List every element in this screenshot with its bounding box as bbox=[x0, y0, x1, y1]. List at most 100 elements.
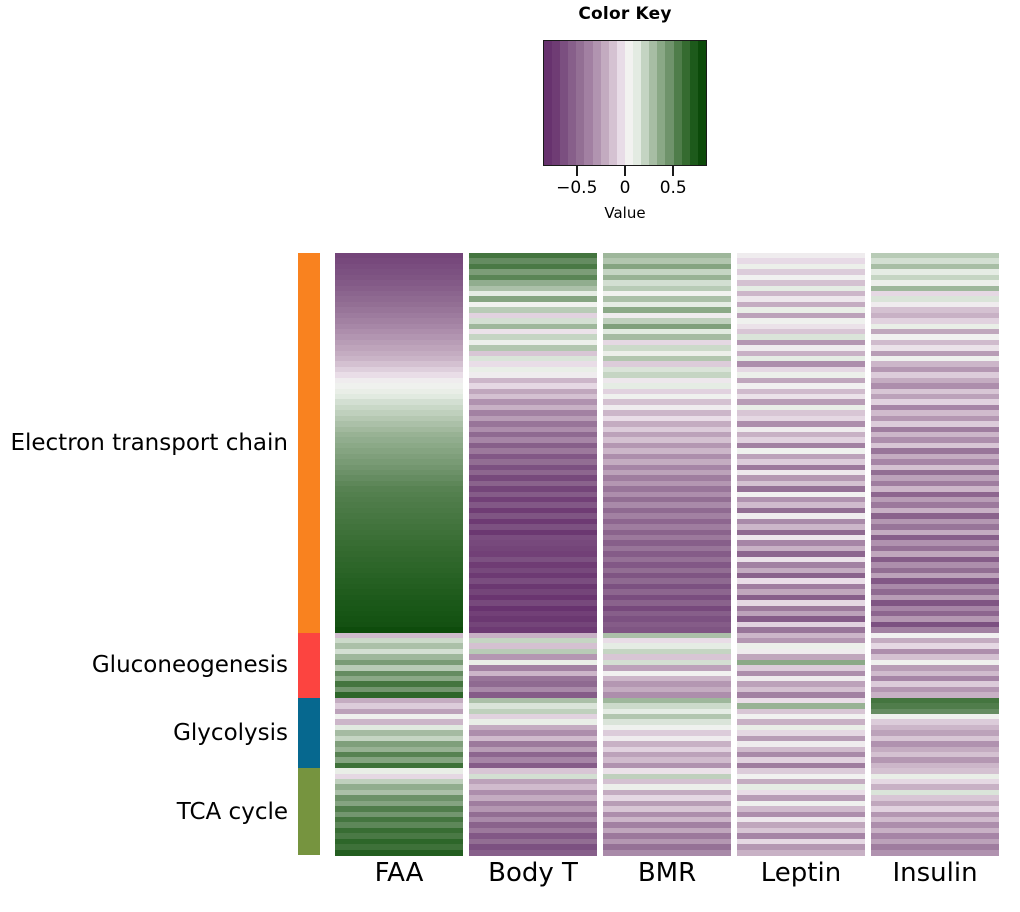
heatmap-cell bbox=[603, 686, 731, 693]
heatmap-cell bbox=[335, 453, 463, 460]
heatmap-cell bbox=[335, 827, 463, 834]
heatmap-cell bbox=[871, 442, 999, 449]
heatmap-cell bbox=[469, 724, 597, 731]
heatmap-cell bbox=[603, 263, 731, 270]
heatmap-cell bbox=[603, 795, 731, 802]
heatmap-cell bbox=[603, 285, 731, 292]
color-key-swatch bbox=[592, 41, 601, 165]
heatmap-cell bbox=[469, 497, 597, 504]
heatmap-cell bbox=[603, 535, 731, 542]
heatmap-cell bbox=[871, 545, 999, 552]
heatmap-cell bbox=[871, 274, 999, 281]
heatmap-cell bbox=[871, 491, 999, 498]
heatmap-cell bbox=[871, 784, 999, 791]
heatmap-cell bbox=[737, 502, 865, 509]
heatmap-cell bbox=[335, 258, 463, 265]
color-key-swatch bbox=[608, 41, 617, 165]
heatmap-cell bbox=[469, 643, 597, 650]
heatmap-cell bbox=[335, 578, 463, 585]
heatmap-cell bbox=[469, 388, 597, 395]
heatmap-column bbox=[335, 253, 463, 856]
heatmap-cell bbox=[335, 415, 463, 422]
heatmap-cell bbox=[469, 583, 597, 590]
heatmap-cell bbox=[469, 757, 597, 764]
heatmap-cell bbox=[871, 567, 999, 574]
heatmap-cell bbox=[737, 524, 865, 531]
heatmap-cell bbox=[469, 394, 597, 401]
heatmap-cell bbox=[335, 589, 463, 596]
heatmap-cell bbox=[603, 665, 731, 672]
heatmap-cell bbox=[603, 280, 731, 287]
heatmap-cell bbox=[871, 556, 999, 563]
heatmap-cell bbox=[603, 800, 731, 807]
heatmap-cell bbox=[603, 269, 731, 276]
heatmap-cell bbox=[737, 442, 865, 449]
heatmap-cell bbox=[469, 301, 597, 308]
heatmap-cell bbox=[871, 605, 999, 612]
heatmap-cell bbox=[335, 263, 463, 270]
heatmap-cell bbox=[603, 540, 731, 547]
heatmap-cell bbox=[335, 730, 463, 737]
heatmap-cell bbox=[469, 280, 597, 287]
heatmap-cell bbox=[737, 383, 865, 390]
heatmap-cell bbox=[871, 616, 999, 623]
heatmap-cell bbox=[871, 708, 999, 715]
heatmap-cell bbox=[603, 827, 731, 834]
heatmap-cell bbox=[871, 670, 999, 677]
color-key-swatch bbox=[665, 41, 674, 165]
heatmap-cell bbox=[871, 350, 999, 357]
heatmap-cell bbox=[335, 339, 463, 346]
heatmap-cell bbox=[737, 263, 865, 270]
heatmap-cell bbox=[737, 735, 865, 742]
heatmap-cell bbox=[737, 307, 865, 314]
heatmap-cell bbox=[871, 475, 999, 482]
heatmap-cell bbox=[335, 280, 463, 287]
heatmap-cell bbox=[737, 415, 865, 422]
heatmap-cell bbox=[335, 844, 463, 851]
heatmap-cell bbox=[871, 486, 999, 493]
heatmap-cell bbox=[603, 258, 731, 265]
heatmap-cell bbox=[737, 719, 865, 726]
heatmap-cell bbox=[469, 404, 597, 411]
row-group-segment bbox=[298, 632, 320, 698]
color-key-swatch bbox=[560, 41, 569, 165]
heatmap-cell bbox=[603, 545, 731, 552]
heatmap-cell bbox=[469, 632, 597, 639]
heatmap-cell bbox=[603, 410, 731, 417]
heatmap-cell bbox=[737, 610, 865, 617]
column-label: BMR bbox=[637, 858, 697, 888]
heatmap-cell bbox=[335, 665, 463, 672]
heatmap-cell bbox=[737, 399, 865, 406]
heatmap-cell bbox=[469, 383, 597, 390]
heatmap-cell bbox=[737, 784, 865, 791]
heatmap-cell bbox=[335, 285, 463, 292]
heatmap-cell bbox=[737, 676, 865, 683]
heatmap-cell bbox=[335, 703, 463, 710]
heatmap-cell bbox=[603, 518, 731, 525]
heatmap-cell bbox=[737, 339, 865, 346]
heatmap-cell bbox=[603, 415, 731, 422]
heatmap-cell bbox=[737, 350, 865, 357]
heatmap-cell bbox=[335, 773, 463, 780]
heatmap-cell bbox=[737, 426, 865, 433]
heatmap-cell bbox=[469, 817, 597, 824]
heatmap-cell bbox=[871, 795, 999, 802]
color-key-swatch bbox=[689, 41, 698, 165]
heatmap-cell bbox=[603, 768, 731, 775]
heatmap-cell bbox=[469, 562, 597, 569]
heatmap-cell bbox=[737, 741, 865, 748]
heatmap-cell bbox=[469, 350, 597, 357]
heatmap-cell bbox=[737, 724, 865, 731]
heatmap-cell bbox=[335, 518, 463, 525]
heatmap-cell bbox=[871, 806, 999, 813]
heatmap-cell bbox=[335, 600, 463, 607]
heatmap-cell bbox=[737, 540, 865, 547]
heatmap-cell bbox=[871, 415, 999, 422]
heatmap-cell bbox=[737, 686, 865, 693]
heatmap-cell bbox=[871, 312, 999, 319]
heatmap-cell bbox=[469, 426, 597, 433]
heatmap-cell bbox=[737, 562, 865, 569]
heatmap-cell bbox=[469, 838, 597, 845]
heatmap-cell bbox=[871, 361, 999, 368]
heatmap-cell bbox=[335, 643, 463, 650]
